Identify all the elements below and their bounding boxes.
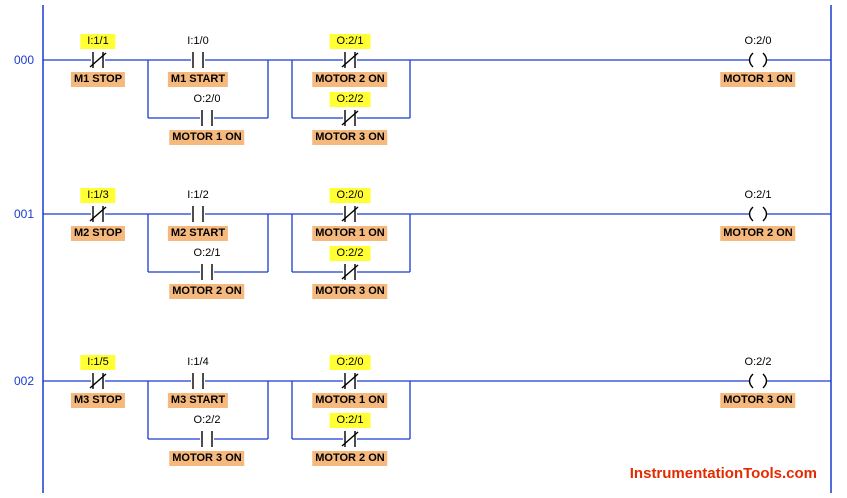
rung-number: 001: [14, 207, 35, 221]
output-coil-description: MOTOR 3 ON: [720, 393, 796, 408]
stop-contact-description: M2 STOP: [70, 226, 126, 241]
no-contact-symbol: [201, 431, 213, 447]
start-contact-description: M3 START: [167, 393, 229, 408]
output-coil-symbol: [748, 373, 768, 389]
output-coil-description: MOTOR 2 ON: [720, 226, 796, 241]
output-coil-symbol: [748, 206, 768, 222]
seal-in-contact-description: MOTOR 3 ON: [169, 451, 245, 466]
no-contact-symbol: [192, 373, 204, 389]
watermark-text: InstrumentationTools.com: [629, 465, 817, 482]
start-contact-address: I:1/0: [187, 35, 209, 47]
nc-contact-symbol: [341, 264, 359, 280]
start-contact-address: I:1/2: [187, 189, 209, 201]
nc-contact-symbol: [89, 373, 107, 389]
nc-contact-symbol: [341, 206, 359, 222]
interlock-contact-address: O:2/2: [329, 246, 371, 261]
seal-in-contact-address: O:2/0: [193, 93, 221, 105]
start-contact-address: I:1/4: [187, 356, 209, 368]
output-coil-address: O:2/1: [744, 189, 772, 201]
interlock-contact-description: MOTOR 3 ON: [312, 130, 388, 145]
interlock-contact-description: MOTOR 1 ON: [312, 226, 388, 241]
seal-in-contact-address: O:2/1: [193, 247, 221, 259]
no-contact-symbol: [192, 52, 204, 68]
interlock-contact-address: O:2/0: [329, 355, 371, 370]
no-contact-symbol: [201, 264, 213, 280]
no-contact-symbol: [201, 110, 213, 126]
interlock-contact-description: MOTOR 2 ON: [312, 451, 388, 466]
interlock-contact-address: O:2/2: [329, 92, 371, 107]
output-coil-address: O:2/2: [744, 356, 772, 368]
nc-contact-symbol: [341, 431, 359, 447]
nc-contact-symbol: [341, 110, 359, 126]
start-contact-description: M2 START: [167, 226, 229, 241]
seal-in-contact-address: O:2/2: [193, 414, 221, 426]
stop-contact-description: M3 STOP: [70, 393, 126, 408]
nc-contact-symbol: [341, 373, 359, 389]
interlock-contact-description: MOTOR 1 ON: [312, 393, 388, 408]
stop-contact-address: I:1/3: [80, 188, 116, 203]
output-coil-description: MOTOR 1 ON: [720, 72, 796, 87]
stop-contact-address: I:1/1: [80, 34, 116, 49]
interlock-contact-address: O:2/1: [329, 34, 371, 49]
output-coil-symbol: [748, 52, 768, 68]
seal-in-contact-description: MOTOR 2 ON: [169, 284, 245, 299]
no-contact-symbol: [192, 206, 204, 222]
interlock-contact-description: MOTOR 3 ON: [312, 284, 388, 299]
interlock-contact-address: O:2/1: [329, 413, 371, 428]
stop-contact-description: M1 STOP: [70, 72, 126, 87]
rung-number: 002: [14, 374, 35, 388]
seal-in-contact-description: MOTOR 1 ON: [169, 130, 245, 145]
stop-contact-address: I:1/5: [80, 355, 116, 370]
interlock-contact-description: MOTOR 2 ON: [312, 72, 388, 87]
output-coil-address: O:2/0: [744, 35, 772, 47]
nc-contact-symbol: [89, 52, 107, 68]
nc-contact-symbol: [89, 206, 107, 222]
rung-number: 000: [14, 53, 35, 67]
interlock-contact-address: O:2/0: [329, 188, 371, 203]
nc-contact-symbol: [341, 52, 359, 68]
start-contact-description: M1 START: [167, 72, 229, 87]
